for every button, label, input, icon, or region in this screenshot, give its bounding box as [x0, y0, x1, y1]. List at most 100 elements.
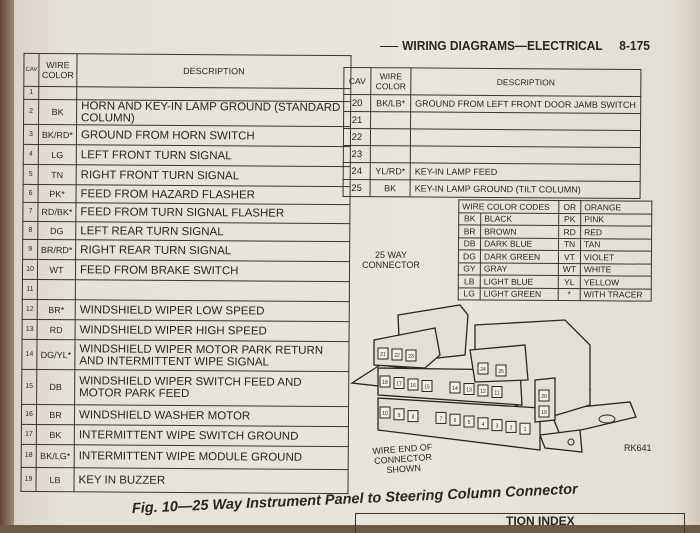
wire-color	[370, 111, 411, 129]
cav-number: 8	[22, 221, 38, 240]
pin-number: 16	[410, 383, 416, 389]
page-edge	[674, 0, 700, 525]
color-name: DARK BLUE	[480, 237, 559, 251]
description: HORN AND KEY-IN LAMP GROUND (STANDARD CO…	[76, 99, 351, 127]
cav-number: 22	[343, 128, 371, 146]
description: LEFT FRONT TURN SIGNAL	[76, 144, 351, 167]
description: WINDSHIELD WIPER MOTOR PARK RETURN AND I…	[74, 339, 350, 372]
manual-page	[14, 0, 700, 525]
pin-cavity	[538, 405, 550, 418]
wire-color	[37, 279, 76, 300]
pin-cavity	[435, 411, 447, 424]
pin-number: 11	[494, 391, 499, 397]
wire-color: BK	[370, 179, 411, 197]
cav-number: 4	[23, 144, 39, 165]
code: PK	[558, 213, 581, 226]
cav-number: 3	[23, 124, 39, 145]
wire-color: DG/YL*	[36, 339, 76, 370]
wire-color: BR	[36, 404, 75, 425]
figure-ref: RK641	[624, 443, 652, 453]
pin-number: 7	[440, 416, 443, 422]
cav-number: 11	[22, 279, 38, 300]
cav-number: 21	[343, 111, 371, 129]
color-name: PINK	[580, 213, 652, 227]
code: VT	[558, 250, 581, 264]
color-name: WHITE	[580, 263, 652, 277]
wire-color	[370, 145, 411, 163]
pin-cavity	[449, 381, 461, 394]
cav-number: 13	[22, 319, 38, 340]
pin-number: 3	[496, 424, 499, 430]
pin-number: 19	[541, 410, 547, 416]
description	[75, 279, 350, 302]
description: WINDSHIELD WIPER LOW SPEED	[75, 299, 350, 322]
code: BK	[458, 212, 481, 225]
pin-number: 24	[480, 367, 486, 373]
color-name: VIOLET	[580, 250, 652, 264]
wire-color: DB	[36, 369, 75, 405]
wire-color: PK*	[37, 184, 77, 203]
wire-color: BK	[38, 99, 77, 125]
description: WINDSHIELD WIPER SWITCH FEED AND MOTOR P…	[74, 369, 349, 407]
cav-number: 17	[21, 424, 37, 445]
cav-number: 19	[20, 467, 37, 492]
color-name: YELLOW	[580, 275, 652, 289]
pin-cavity	[405, 349, 417, 362]
pin-number: 23	[408, 354, 414, 360]
pin-number: 15	[424, 385, 430, 391]
description: FEED FROM BRAKE SWITCH	[75, 259, 350, 282]
pin-number: 4	[482, 422, 485, 428]
table-row: 23	[343, 145, 641, 165]
wire-color: BR/RD*	[37, 239, 76, 260]
cav-number: 14	[21, 339, 38, 370]
pin-number: 5	[468, 420, 471, 426]
pin-cavity	[377, 347, 389, 360]
col-description: DESCRIPTION	[410, 67, 641, 97]
description: LEFT REAR TURN SIGNAL	[75, 221, 350, 242]
cav-number: 9	[22, 239, 38, 260]
wire-color: BK	[36, 424, 75, 445]
cav-number: 2	[23, 99, 39, 125]
pin-cavity	[505, 420, 517, 433]
pin-number: 14	[452, 386, 458, 392]
code: BR	[458, 224, 481, 238]
cav-number: 20	[343, 94, 371, 112]
description: FEED FROM HAZARD FLASHER	[75, 184, 351, 205]
code: RD	[558, 225, 581, 239]
pin-number: 12	[480, 389, 486, 395]
code: WT	[558, 263, 581, 276]
color-name: GRAY	[480, 262, 559, 276]
wire-color: LB	[35, 467, 75, 492]
cav-number: 6	[22, 184, 39, 203]
description: KEY-IN LAMP FEED	[410, 162, 641, 182]
pin-cavity	[407, 410, 419, 423]
pin-number: 18	[382, 380, 388, 386]
pin-number: 1	[524, 427, 527, 433]
col-cav: CAV	[23, 53, 40, 87]
pin-cavity	[449, 413, 461, 426]
code: YL	[558, 275, 581, 289]
pin-cavity	[379, 375, 391, 388]
color-name: BROWN	[480, 224, 559, 239]
wire-color: TN	[38, 164, 77, 185]
pin-number: 25	[498, 369, 504, 375]
col-wire-color: WIRE COLOR	[38, 53, 78, 87]
pin-cavity	[393, 377, 405, 389]
pin-cavity	[391, 348, 403, 361]
col-description: DESCRIPTION	[76, 53, 352, 89]
description	[410, 128, 641, 148]
wire-color: BK/LB*	[370, 94, 411, 112]
cav-number: 18	[21, 444, 37, 468]
